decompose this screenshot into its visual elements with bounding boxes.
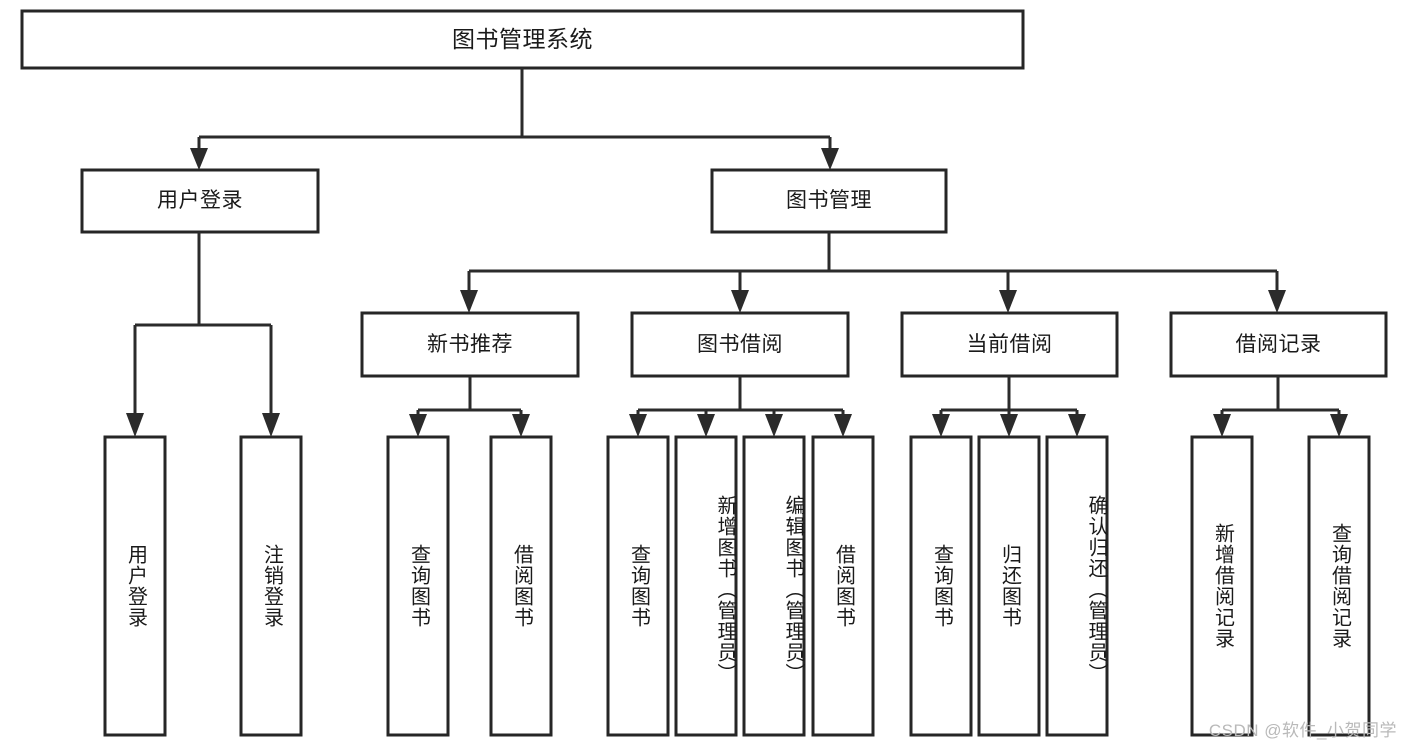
arrow-head-icon	[126, 413, 144, 437]
node-box-leaf-query-book-1[interactable]	[386, 435, 450, 737]
arrow-head-icon	[190, 148, 208, 170]
arrow-head-icon	[1268, 290, 1286, 313]
connector-new-book-recommend-to-leaves	[409, 376, 530, 437]
node-box-borrow-record[interactable]	[1169, 311, 1388, 378]
node-box-leaf-query-book-2[interactable]	[606, 435, 670, 737]
node-box-leaf-query-book-3[interactable]	[909, 435, 973, 737]
connector-root-to-level2	[190, 68, 839, 170]
watermark-text: CSDN @软件_小贺同学	[1208, 721, 1397, 740]
node-box-leaf-add-borrow-record[interactable]	[1190, 435, 1254, 737]
arrow-head-icon	[1330, 414, 1348, 437]
arrow-head-icon	[512, 414, 530, 437]
node-box-leaf-user-login[interactable]	[103, 435, 167, 737]
arrow-head-icon	[460, 290, 478, 313]
arrow-head-icon	[731, 290, 749, 313]
node-box-leaf-logout[interactable]	[239, 435, 303, 737]
node-box-leaf-query-borrow-record[interactable]	[1307, 435, 1371, 737]
connector-book-management-to-level3	[460, 232, 1286, 313]
node-box-new-book-recommend[interactable]	[360, 311, 580, 378]
node-box-leaf-edit-book[interactable]	[742, 435, 806, 737]
arrow-head-icon	[1213, 414, 1231, 437]
arrow-head-icon	[821, 148, 839, 170]
arrow-head-icon	[409, 414, 427, 437]
arrow-head-icon	[999, 290, 1017, 313]
node-box-leaf-return-book[interactable]	[977, 435, 1041, 737]
arrow-head-icon	[697, 414, 715, 437]
node-box-book-borrow[interactable]	[630, 311, 850, 378]
arrow-head-icon	[1068, 414, 1086, 437]
node-box-user-login[interactable]	[80, 168, 320, 234]
node-box-leaf-add-book[interactable]	[674, 435, 738, 737]
arrow-head-icon	[932, 414, 950, 437]
node-box-current-borrow[interactable]	[900, 311, 1119, 378]
node-box-leaf-borrow-book-1[interactable]	[489, 435, 553, 737]
connector-borrow-record-to-leaves	[1213, 376, 1348, 437]
connector-current-borrow-to-leaves	[932, 376, 1086, 437]
arrow-head-icon	[1000, 414, 1018, 437]
arrow-head-icon	[629, 414, 647, 437]
connector-book-borrow-to-leaves	[629, 376, 852, 437]
arrow-head-icon	[834, 414, 852, 437]
node-box-leaf-borrow-book-2[interactable]	[811, 435, 875, 737]
node-box-book-management[interactable]	[710, 168, 948, 234]
arrow-head-icon	[262, 413, 280, 437]
arrow-head-icon	[765, 414, 783, 437]
connector-user-login-to-leaves	[126, 232, 280, 437]
node-box-root[interactable]	[20, 9, 1025, 70]
node-box-leaf-confirm-return[interactable]	[1045, 435, 1109, 737]
